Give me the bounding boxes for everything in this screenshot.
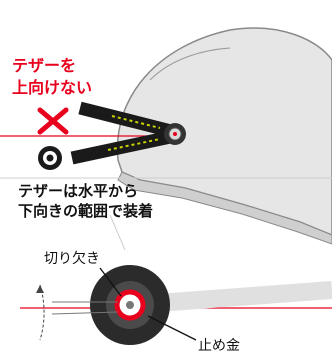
tether-horizontal xyxy=(70,129,177,165)
warning-line-2: 上向けない xyxy=(12,78,93,97)
tether-upward xyxy=(78,101,177,139)
reel-detail xyxy=(20,265,332,345)
helmet xyxy=(116,27,332,245)
callout-lines xyxy=(99,267,197,341)
guide-line-1: テザーは水平から xyxy=(18,182,139,200)
warning-line-1: テザーを xyxy=(12,56,77,75)
cross-icon xyxy=(37,107,69,135)
notch-label: 切り欠き xyxy=(44,251,100,267)
guide-line-2: 下向きの範囲で装着 xyxy=(18,202,154,220)
bullseye-icon xyxy=(38,146,62,170)
stopper-label: 止め金 xyxy=(198,338,240,354)
attachment-point xyxy=(164,123,186,145)
